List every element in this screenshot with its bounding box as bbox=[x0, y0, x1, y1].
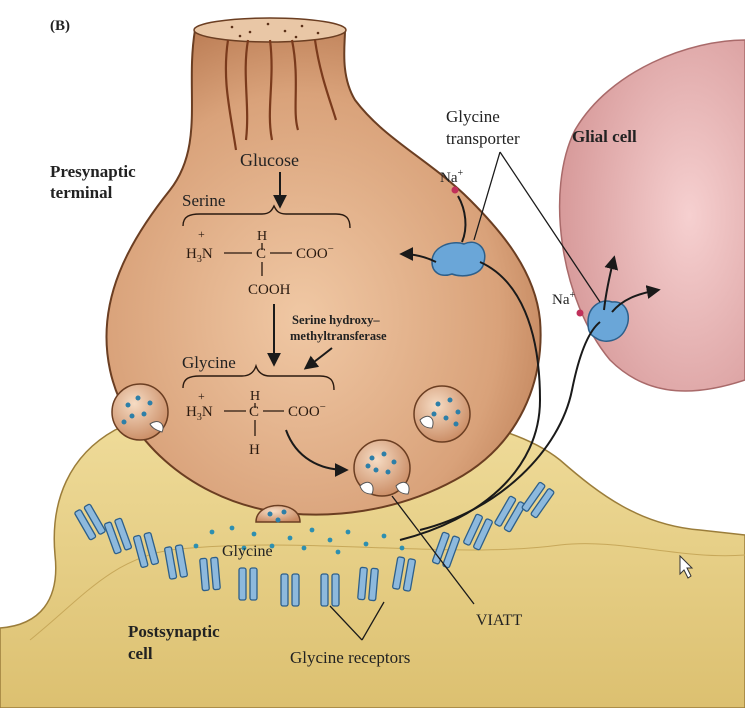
na-glial-arrow bbox=[603, 255, 619, 311]
glycine-brace bbox=[182, 363, 335, 391]
receptor-leader-2 bbox=[361, 601, 385, 641]
glycine-cleft-label: Glycine bbox=[222, 543, 273, 560]
serine-formula: + H H3N C COO− COOH bbox=[186, 227, 334, 298]
svg-text:H: H bbox=[250, 389, 260, 404]
glycine-formula: + H H3N C COO− H bbox=[186, 389, 326, 458]
svg-text:H3N: H3N bbox=[186, 404, 213, 423]
glycine-receptors-label: Glycine receptors bbox=[290, 648, 410, 667]
glycine-to-vesicle-arrow bbox=[285, 429, 349, 477]
na-ion-glial bbox=[576, 309, 584, 317]
enzyme-arrow bbox=[303, 347, 333, 370]
svg-text:H: H bbox=[249, 442, 260, 458]
axon-dots bbox=[230, 22, 320, 39]
cytoskeleton-strands bbox=[224, 39, 338, 151]
serine-label: Serine bbox=[182, 191, 225, 210]
postsynaptic-label-line2: cell bbox=[128, 644, 153, 663]
reuptake-presynaptic-arrow bbox=[399, 247, 437, 263]
na-label-presynaptic: Na+ bbox=[440, 168, 464, 186]
enzyme-label-line1: Serine hydroxy– bbox=[292, 313, 380, 327]
cleft-glycine-molecules bbox=[193, 525, 405, 555]
glycine-transporter-label-line1: Glycine bbox=[446, 107, 500, 126]
svg-text:COO−: COO− bbox=[296, 243, 334, 262]
svg-text:H: H bbox=[257, 229, 267, 244]
panel-label: (B) bbox=[50, 18, 70, 34]
vesicle-fusing bbox=[255, 504, 301, 523]
glycine-transporter-glial bbox=[587, 300, 630, 342]
postsynaptic-label-line1: Postsynaptic bbox=[128, 622, 220, 641]
viatt-label: VIATT bbox=[476, 612, 522, 629]
glial-cell-label: Glial cell bbox=[572, 127, 637, 146]
presynaptic-label-line2: terminal bbox=[50, 183, 113, 202]
svg-text:COOH: COOH bbox=[248, 282, 291, 298]
glucose-label: Glucose bbox=[240, 150, 299, 170]
na-presynaptic-arrow bbox=[457, 195, 467, 243]
na-label-glial: Na+ bbox=[552, 290, 576, 308]
svg-text:+: + bbox=[198, 227, 205, 241]
transporter-leader-1 bbox=[473, 151, 501, 241]
serine-brace bbox=[182, 204, 351, 229]
svg-text:C: C bbox=[256, 246, 266, 262]
svg-text:+: + bbox=[198, 389, 205, 403]
viatt-leader bbox=[391, 495, 475, 605]
svg-text:C: C bbox=[249, 404, 259, 420]
presynaptic-label-line1: Presynaptic bbox=[50, 162, 136, 181]
mouse-cursor-icon bbox=[679, 554, 694, 579]
glycine-receptors bbox=[74, 481, 555, 607]
axon-cut-end bbox=[193, 17, 347, 43]
svg-text:COO−: COO− bbox=[288, 401, 326, 420]
svg-text:H3N: H3N bbox=[186, 246, 213, 265]
glycine-intermediate-label: Glycine bbox=[182, 353, 236, 372]
na-ion-presynaptic bbox=[451, 186, 459, 194]
glycine-transporter-label-line2: transporter bbox=[446, 129, 520, 148]
vesicle-center bbox=[353, 439, 411, 497]
vesicle-right bbox=[413, 385, 471, 443]
cleft-to-glial-transporter-path bbox=[419, 321, 601, 531]
transporter-leader-2 bbox=[499, 151, 601, 303]
receptor-leader-1 bbox=[329, 605, 363, 641]
glycine-transporter-presynaptic bbox=[431, 241, 486, 277]
vesicle-left bbox=[111, 383, 169, 441]
enzyme-label-line2: methyltransferase bbox=[290, 329, 387, 343]
glial-uptake-arrow bbox=[611, 285, 661, 313]
